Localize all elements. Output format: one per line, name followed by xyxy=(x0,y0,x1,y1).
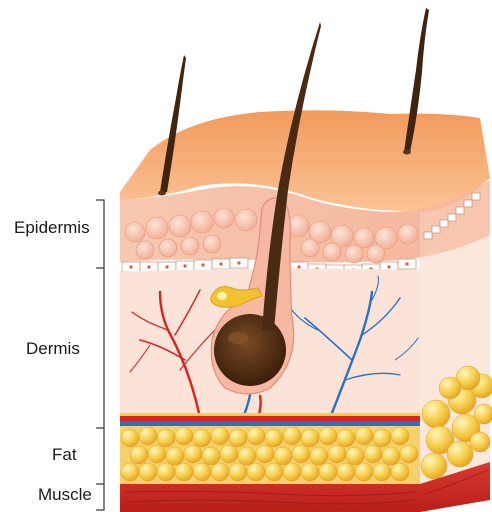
vessel-band-blue xyxy=(120,421,420,426)
vessel-band-yellow xyxy=(120,413,420,416)
muscle-label: Muscle xyxy=(38,486,92,503)
layer-brackets xyxy=(96,200,104,510)
hair-bulb-highlight xyxy=(228,332,248,344)
vessel-band-red xyxy=(120,416,420,421)
dermis-label: Dermis xyxy=(26,340,80,357)
fat-cells xyxy=(121,427,418,481)
fat-label: Fat xyxy=(52,446,77,463)
epidermis-label: Epidermis xyxy=(14,219,90,236)
hair-bulb xyxy=(214,314,286,386)
